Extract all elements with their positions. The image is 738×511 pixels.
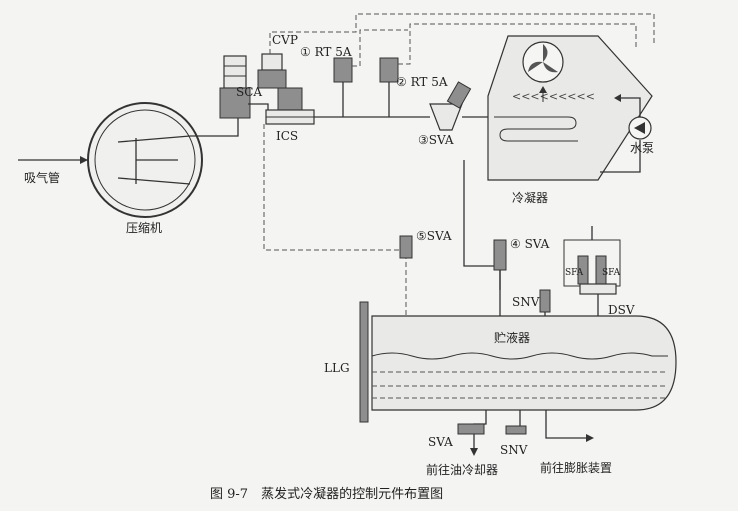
sfa-right-label: SFA — [602, 268, 621, 278]
snv-top-label: SNV — [512, 295, 540, 309]
to-oil-cooler-label: 前往油冷却器 — [426, 462, 498, 477]
evaporative-condenser: <<<<<<<<< — [487, 35, 653, 181]
sca-valve — [219, 55, 251, 119]
snv-bottom-valve — [505, 410, 527, 435]
control-line-rt5a-1 — [352, 29, 408, 67]
control-line-rt5a-2 — [398, 23, 637, 65]
llg-label: LLG — [324, 361, 350, 375]
suction-pipe — [18, 156, 88, 164]
cvp-label: CVP — [272, 33, 298, 47]
sva-5-valve — [399, 235, 413, 259]
rt5a-1-switch — [333, 57, 353, 117]
control-line-bypass — [263, 124, 407, 316]
snv-top-valve — [539, 289, 551, 316]
oil-cooler-outlet — [457, 410, 487, 456]
rt5a-2-switch — [379, 57, 399, 117]
cvp-pilot — [257, 53, 287, 89]
control-line-cvp — [269, 13, 655, 54]
water-pump — [600, 94, 652, 173]
compressor — [87, 102, 203, 218]
snv-bottom-label: SNV — [500, 443, 528, 457]
dsv-label: DSV — [608, 303, 635, 317]
sva-bottom-label: SVA — [428, 435, 453, 449]
svg-text:<<<<<<<<<: <<<<<<<<< — [512, 90, 595, 103]
sca-label: SCA — [236, 85, 262, 99]
expansion-outlet — [545, 410, 594, 442]
rt5a-1-label: ① RT 5A — [300, 45, 352, 59]
sva-3-label: ③SVA — [418, 133, 454, 147]
water-pump-label: 水泵 — [630, 141, 654, 155]
receiver-label: 贮液器 — [494, 330, 530, 345]
suction-pipe-label: 吸气管 — [24, 170, 60, 185]
sfa-relief-assembly — [563, 226, 621, 316]
ics-label: ICS — [276, 129, 298, 143]
to-expansion-label: 前往膨胀装置 — [540, 460, 612, 475]
condenser-label: 冷凝器 — [512, 190, 548, 205]
rt5a-2-label: ② RT 5A — [396, 75, 448, 89]
sva-4-label: ④ SVA — [510, 237, 550, 251]
receiver — [359, 301, 677, 423]
sva-4-valve — [493, 239, 507, 316]
sva-5-label: ⑤SVA — [416, 229, 452, 243]
compressor-label: 压缩机 — [126, 220, 162, 235]
sfa-left-label: SFA — [565, 268, 584, 278]
sva-3-valve — [429, 81, 472, 131]
figure-caption: 图 9-7 蒸发式冷凝器的控制元件布置图 — [210, 486, 443, 502]
ics-valve — [265, 87, 315, 125]
